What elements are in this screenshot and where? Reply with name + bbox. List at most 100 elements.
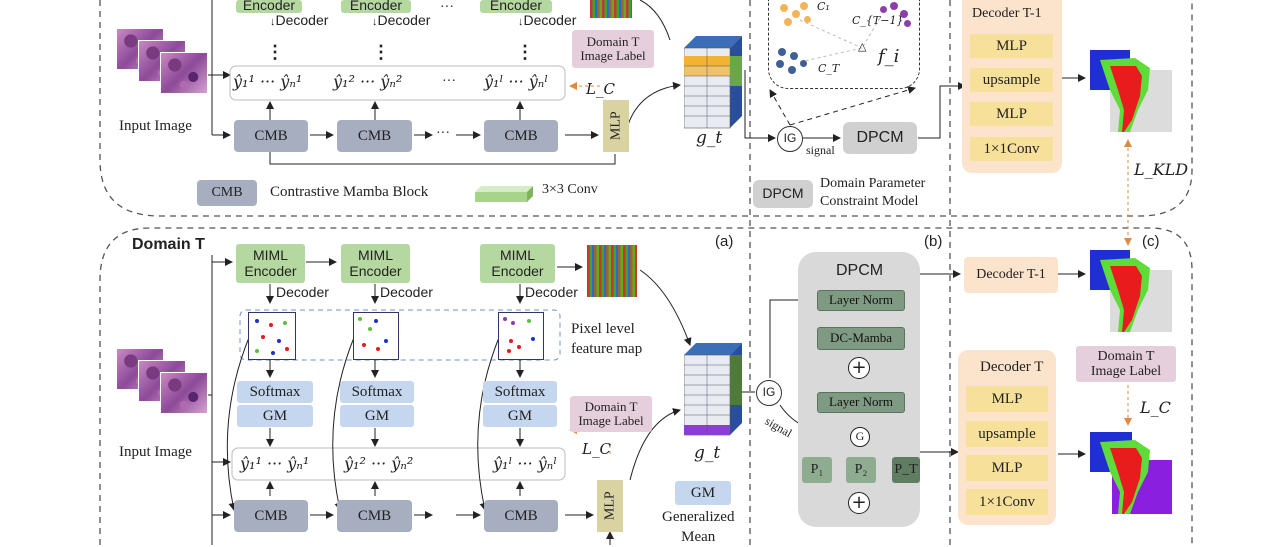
top-cmb-2: CMB <box>337 120 412 152</box>
top-encoder-3: Encoder <box>480 0 552 13</box>
bottom-cmb-3: CMB <box>484 500 558 532</box>
gm-2: GM <box>340 405 414 427</box>
domain-t-title: Domain T <box>132 236 205 253</box>
cluster-ct1-label: C_{T−1} <box>852 14 904 27</box>
bottom-lc-loss: L_C <box>582 440 611 458</box>
dc-mamba: DC-Mamba <box>817 327 905 350</box>
add-node-2: + <box>848 492 870 514</box>
top-cmb-ellipsis: ··· <box>436 126 450 141</box>
bottom-mlp-text: MLP <box>602 491 618 521</box>
top-input-image-3 <box>160 52 208 94</box>
top-vdots-2: ⋮ <box>372 42 390 62</box>
top-decoder-mlp-1: MLP <box>970 34 1053 58</box>
bottom-pred-group-2: ŷ₁² ··· ŷₙ² <box>344 454 414 473</box>
bottom-segmentation-output-1 <box>1090 250 1172 332</box>
bottom-mlp-block: MLP <box>597 480 623 532</box>
bottom-decoder-mlp-1: MLP <box>966 386 1048 412</box>
top-cmb-3: CMB <box>484 120 558 152</box>
gm-1: GM <box>237 405 313 427</box>
bottom-decoder-t1: Decoder T-1 <box>964 257 1058 293</box>
pixel-level-label: Pixel level feature map <box>571 321 643 357</box>
softmax-2: Softmax <box>340 381 414 403</box>
top-ig-node: IG <box>777 126 803 152</box>
bottom-pred-group-3: ŷ₁ˡ ··· ŷₙˡ <box>493 454 558 473</box>
legend-dpcm-swatch: DPCM <box>753 180 813 208</box>
top-encoder-2: Encoder <box>341 0 411 13</box>
top-signal-label: signal <box>806 143 835 157</box>
cluster-ct <box>772 44 822 80</box>
top-gt-label: g_t <box>696 128 723 148</box>
top-vdots-1: ⋮ <box>266 42 284 62</box>
module-p1: P₁ <box>802 457 832 483</box>
pixel-feature-map-1 <box>248 312 296 360</box>
decoder-text: Decoder <box>275 12 329 28</box>
top-decoder-label-2: ↓Decoder <box>372 12 431 28</box>
top-lc-loss: L_C <box>586 80 615 98</box>
top-region-border <box>99 0 1193 217</box>
gm-3: GM <box>483 405 557 427</box>
decoder-text: Decoder <box>377 12 431 28</box>
bottom-miml-encoder-2: MIML Encoder <box>341 244 410 283</box>
bottom-gt-cube <box>684 343 742 436</box>
legend-cmb-swatch: CMB <box>197 180 257 206</box>
legend-conv-text: 3×3 Conv <box>542 182 598 197</box>
legend-conv-swatch <box>475 186 533 202</box>
bottom-cmb-1: CMB <box>234 500 308 532</box>
layer-norm-2: Layer Norm <box>817 392 905 413</box>
bottom-gt-label: g_t <box>694 443 721 463</box>
c-domain-image-label: Domain T Image Label <box>1076 346 1176 382</box>
cluster-c1 <box>778 0 828 32</box>
panel-a-label: (a) <box>715 233 734 250</box>
bottom-miml-encoder-1: MIML Encoder <box>236 244 305 283</box>
top-pred-group-1: ŷ₁¹ ··· ŷₙ¹ <box>233 72 303 91</box>
bottom-decoder-conv: 1×1Conv <box>966 489 1048 515</box>
top-decoder-conv: 1×1Conv <box>970 137 1053 161</box>
bottom-ig-node: IG <box>756 380 782 406</box>
top-pred-ellipsis: ··· <box>442 74 456 89</box>
top-dpcm-block: DPCM <box>843 122 917 154</box>
kld-loss: L_KLD <box>1134 160 1189 179</box>
top-mlp-block: MLP <box>603 100 629 152</box>
bottom-input-image-3 <box>160 372 208 414</box>
legend-dpcm-text: Domain Parameter Constraint Model <box>820 176 926 210</box>
pixel-feature-map-3 <box>498 312 544 360</box>
top-mlp-text: MLP <box>608 111 624 141</box>
top-vdots-3: ⋮ <box>516 42 534 62</box>
cluster-box <box>768 0 920 89</box>
top-decoder-mlp-2: MLP <box>970 102 1053 126</box>
top-encoder-1: Encoder <box>236 0 302 13</box>
top-domain-image-label: Domain T Image Label <box>572 30 654 68</box>
module-pt: P_T <box>892 457 920 483</box>
bottom-miml-encoder-3: MIML Encoder <box>480 244 555 283</box>
bottom-decoder-title: Decoder T <box>980 359 1044 375</box>
top-gt-cube <box>684 36 742 129</box>
top-segmentation-output <box>1090 50 1172 132</box>
cluster-c1-label: C₁ <box>817 0 830 13</box>
top-decoder-label-1: ↓Decoder <box>270 12 329 28</box>
dpcm-title: DPCM <box>836 262 884 279</box>
bottom-decoder-label-1: Decoder <box>276 284 329 300</box>
top-decoder-title: Decoder T-1 <box>972 6 1042 21</box>
top-decoder-upsample: upsample <box>970 68 1053 92</box>
panel-c-label: (c) <box>1142 233 1160 250</box>
bottom-decoder-upsample: upsample <box>966 421 1048 447</box>
top-encoder-ellipsis: ··· <box>440 0 454 15</box>
legend-cmb-text: Contrastive Mamba Block <box>270 184 429 200</box>
bottom-decoder-mlp-2: MLP <box>966 455 1048 481</box>
decoder-text: Decoder <box>523 12 577 28</box>
c-lc-loss: L_C <box>1140 398 1171 417</box>
cluster-ct1 <box>860 0 915 32</box>
legend-gm-text: Generalized Mean <box>662 509 735 545</box>
top-cmb-1: CMB <box>234 120 308 152</box>
add-node-1: + <box>848 357 870 379</box>
bottom-decoder-label-2: Decoder <box>380 284 433 300</box>
top-pred-group-2: ŷ₁² ··· ŷₙ² <box>333 72 403 91</box>
panel-b-label: (b) <box>924 233 943 250</box>
bottom-domain-image-label: Domain T Image Label <box>570 396 652 432</box>
pixel-feature-map-2 <box>353 312 399 360</box>
gate-node: G <box>850 427 870 447</box>
bottom-cmb-2: CMB <box>337 500 412 532</box>
bottom-feature-pattern <box>587 245 637 297</box>
bottom-region-border <box>99 227 1193 545</box>
